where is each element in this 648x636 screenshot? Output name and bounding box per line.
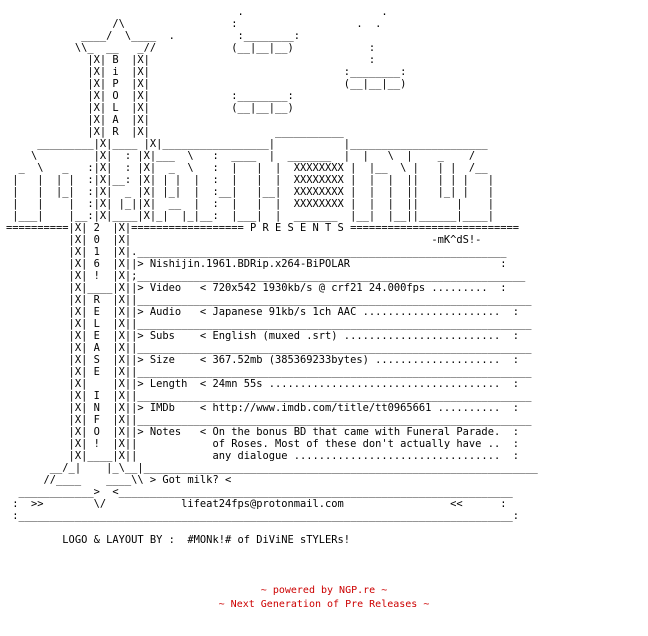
powered-by-text: ~ powered by NGP.re ~ [260,585,388,596]
nfo-ascii-art: . . /\ : . . ____/ \____ . :________: \\… [6,6,538,546]
tagline-text: ~ Next Generation of Pre Releases ~ [218,599,430,610]
